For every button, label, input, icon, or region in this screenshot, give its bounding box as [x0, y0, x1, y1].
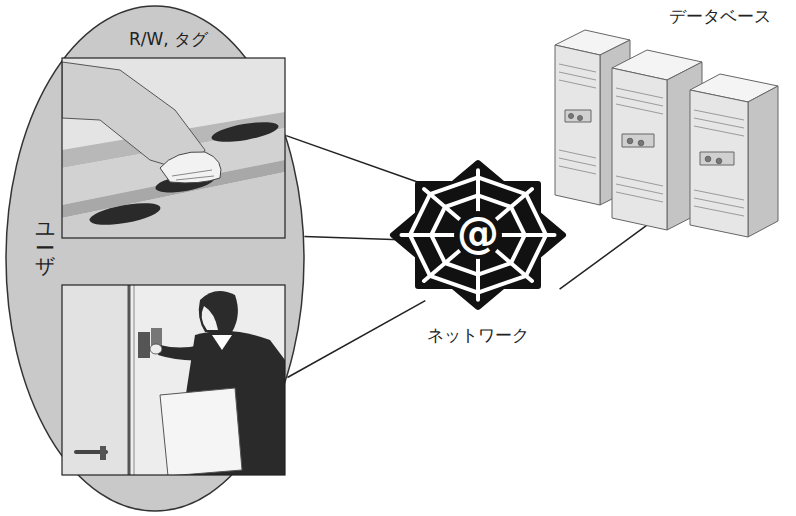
reader-photo-box: R/W, タグ [57, 23, 280, 238]
table-surface [62, 172, 285, 238]
reader-pad [154, 170, 216, 196]
vent-line [559, 64, 596, 72]
photo-frame [62, 58, 285, 238]
vent-line [694, 118, 744, 128]
server-button [569, 114, 574, 119]
connector-line [304, 236, 399, 239]
vent-line [559, 72, 596, 80]
person-face [202, 306, 218, 330]
vent-line [616, 184, 663, 194]
vent-line [616, 176, 663, 186]
web-symbol: @ [448, 213, 508, 255]
server-vents [616, 88, 663, 202]
server-top [690, 74, 778, 102]
table-edge [62, 112, 285, 168]
network-web-icon [393, 163, 563, 307]
server-front [612, 68, 667, 230]
vent-line [616, 104, 663, 114]
finger-lines [172, 170, 214, 180]
database-node: データベース [555, 0, 780, 225]
connector-line [287, 301, 425, 378]
vent-line [616, 192, 663, 202]
person-arm [158, 345, 205, 360]
web-strands [402, 170, 555, 300]
vent-line [694, 190, 744, 200]
reader-photo [62, 58, 285, 238]
node-label: ユーザ [21, 210, 57, 268]
network-node: ネットワーク [393, 160, 563, 350]
web-blob [393, 163, 563, 307]
server-panel [565, 110, 591, 122]
server-side [667, 62, 702, 230]
server-button [705, 156, 711, 162]
vent-line [694, 198, 744, 208]
envelope [160, 388, 242, 475]
server-top [555, 30, 630, 55]
server-panel [700, 152, 734, 165]
node-label: データベース [650, 6, 790, 26]
database-servers-art [555, 30, 778, 237]
vent-line [694, 110, 744, 120]
node-label: R/W, タグ [57, 29, 280, 49]
server-button [716, 158, 722, 164]
server-front [555, 45, 600, 205]
web-ring [410, 177, 546, 292]
vent-line [694, 126, 744, 136]
reader-pad [88, 199, 162, 229]
card-reader [138, 332, 150, 358]
user-ellipse-shape [6, 6, 304, 511]
server-button [638, 140, 644, 146]
photo-frame [62, 285, 285, 475]
person-collar [212, 335, 232, 350]
photo-background [62, 58, 285, 238]
vent-line [559, 150, 596, 158]
person-hand [150, 344, 162, 354]
web-ring [431, 195, 525, 274]
vent-line [559, 166, 596, 174]
connector-line [286, 136, 425, 185]
vent-line [559, 80, 596, 88]
photo-background [62, 285, 285, 475]
vent-line [616, 96, 663, 106]
person-hair [199, 291, 238, 332]
person-body [185, 331, 285, 475]
server-front [690, 90, 748, 237]
door-handle [76, 450, 106, 454]
door-frame [134, 285, 135, 475]
server-button [627, 138, 633, 144]
table-edge [62, 160, 285, 218]
card-reader [151, 328, 162, 352]
user-ellipse: ユーザ R/W, タグ [5, 5, 305, 512]
server-side [748, 86, 778, 237]
vent-line [616, 88, 663, 98]
vent-line [694, 206, 744, 216]
table-surface [62, 128, 285, 205]
node-label: ネットワーク [393, 325, 563, 345]
sleeve [62, 62, 205, 172]
server-panel [622, 134, 654, 147]
hand [160, 152, 221, 183]
server-vents [559, 64, 596, 174]
door-photo [62, 285, 285, 475]
vent-line [559, 158, 596, 166]
door-handle [100, 446, 106, 460]
server-vents [694, 110, 744, 216]
door-frame [128, 285, 131, 475]
server-button [578, 116, 583, 121]
connector-line [560, 212, 665, 289]
reader-pad [210, 118, 280, 146]
door-panel [62, 285, 128, 475]
server-top [612, 50, 702, 80]
server-side [600, 40, 630, 205]
